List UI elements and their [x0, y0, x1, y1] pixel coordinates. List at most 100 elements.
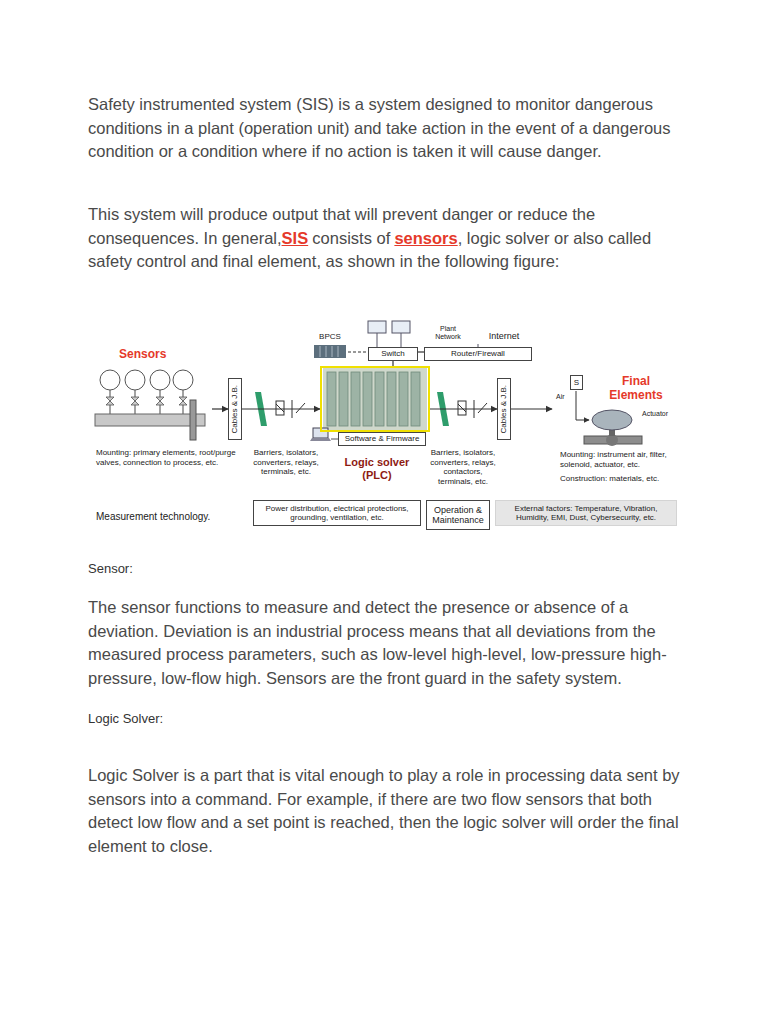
paragraph: Logic Solver is a part that is vital eno…: [88, 764, 684, 858]
air-line: [576, 391, 589, 420]
paragraph-text: consists of: [312, 229, 390, 247]
pressure-gauges: [173, 370, 193, 390]
operator-stations: [392, 321, 410, 333]
relay-symbol: [292, 400, 293, 418]
paragraph: The sensor functions to measure and dete…: [88, 596, 684, 690]
node-text: Logic solver (PLC): [337, 456, 417, 482]
bpcs-rack: [314, 345, 346, 358]
relay-symbol: [276, 404, 284, 412]
relay-symbol: [458, 401, 466, 415]
operator-stations: [377, 333, 378, 347]
connector: [348, 351, 368, 352]
orifice-flange: [190, 400, 196, 440]
actuator-label: Actuator: [642, 410, 682, 418]
node-text: Final Elements: [598, 375, 674, 403]
network-label: Plant Network: [428, 325, 468, 341]
node-text: Operation & Maintenance: [427, 505, 489, 526]
node-text: Software & Firmware: [345, 434, 420, 443]
connector: [212, 408, 228, 409]
impulse-lines: [182, 390, 183, 414]
root-valves: [106, 397, 187, 405]
root-valves: [106, 397, 114, 405]
relay-symbol: [458, 404, 466, 412]
root-valves: [156, 397, 164, 405]
pressure-gauges: [100, 370, 193, 390]
impulse-lines: [134, 390, 135, 414]
operator-stations: [368, 321, 386, 333]
node-text: Sensors: [119, 347, 166, 361]
interface-note: Barriers, isolators, converters, relays,…: [251, 448, 321, 477]
network-switch: Switch: [368, 347, 418, 361]
plc-modules: [387, 372, 396, 426]
root-valves: [179, 397, 187, 405]
network-label: Internet: [482, 331, 526, 342]
link-text: SIS: [282, 229, 309, 247]
mounting-note: Mounting: instrument air, filter, soleno…: [560, 450, 682, 469]
connector: [242, 408, 320, 409]
interface-note: Barriers, isolators, converters, relays,…: [427, 448, 499, 486]
laptop-icon: [310, 438, 331, 441]
software-box: Software & Firmware: [338, 432, 426, 446]
infrastructure-box: Power distribution, electrical protectio…: [253, 500, 421, 526]
link-text: sensors: [394, 229, 457, 247]
node-text: Cables & J.B.: [230, 385, 239, 433]
root-valves: [131, 397, 139, 405]
plc-modules: [351, 372, 360, 426]
node-text: Cables & J.B.: [499, 385, 508, 433]
impulse-lines: [109, 390, 110, 414]
plc-modules: [399, 372, 408, 426]
relay-symbol: [474, 400, 475, 418]
relay-symbol: [478, 403, 487, 413]
bpcs-rack-group: BPCS: [312, 332, 348, 360]
actuator-valve: [606, 434, 618, 446]
operation-box: Operation & Maintenance: [426, 500, 490, 530]
connector: [511, 408, 552, 409]
mounting-note: Mounting: primary elements, root/purge v…: [96, 448, 246, 467]
actuator-valve: [592, 410, 632, 430]
plc-modules: [411, 372, 420, 426]
connector: [430, 408, 497, 409]
section-heading: Logic Solver:: [88, 711, 388, 727]
plc-modules: [327, 372, 336, 426]
junction-box: Cables & J.B.: [228, 378, 242, 440]
impulse-lines: [110, 390, 183, 414]
plc-modules: [327, 372, 420, 426]
technology-note: Measurement technology.: [96, 511, 246, 523]
node-text: BPCS: [312, 332, 348, 341]
actuator-valve: [584, 436, 642, 444]
final-element-group: Final Elements S: [552, 372, 688, 444]
operator-stations: [368, 321, 410, 347]
relay-symbol: [296, 403, 305, 413]
sensor-group: Sensors: [95, 345, 212, 442]
node-text: External factors: Temperature, Vibration…: [496, 504, 676, 522]
solenoid-box: S: [570, 375, 583, 390]
relay-symbol: [276, 401, 284, 415]
construction-note: Construction: materials, etc.: [560, 474, 682, 484]
barrier-symbol: [437, 392, 449, 426]
paragraph: This system will produce output that wil…: [88, 203, 684, 274]
plc-modules: [339, 372, 348, 426]
relay-symbol: [276, 400, 305, 418]
operator-stations: [401, 333, 402, 347]
actuator-valve: [609, 429, 615, 436]
node-text: S: [574, 378, 579, 387]
pressure-gauges: [125, 370, 145, 390]
node-text: Switch: [381, 349, 405, 358]
pressure-gauges: [150, 370, 170, 390]
relay-symbol: [458, 400, 487, 418]
junction-box: Cables & J.B.: [497, 378, 511, 440]
barrier-symbol: [255, 392, 267, 426]
laptop-icon: [331, 439, 338, 440]
logic-solver: Logic solver (PLC): [320, 366, 430, 432]
paragraph: Safety instrumented system (SIS) is a sy…: [88, 93, 684, 164]
plc-rack: [323, 368, 427, 430]
plc-modules: [363, 372, 372, 426]
process-pipe: [95, 414, 205, 426]
bpcs-rack: [320, 346, 338, 357]
node-text: Power distribution, electrical protectio…: [254, 504, 420, 522]
router-box: Router/Firewall: [424, 347, 532, 361]
bpcs-rack: [314, 345, 346, 358]
external-factors-box: External factors: Temperature, Vibration…: [495, 500, 677, 526]
impulse-lines: [159, 390, 160, 414]
